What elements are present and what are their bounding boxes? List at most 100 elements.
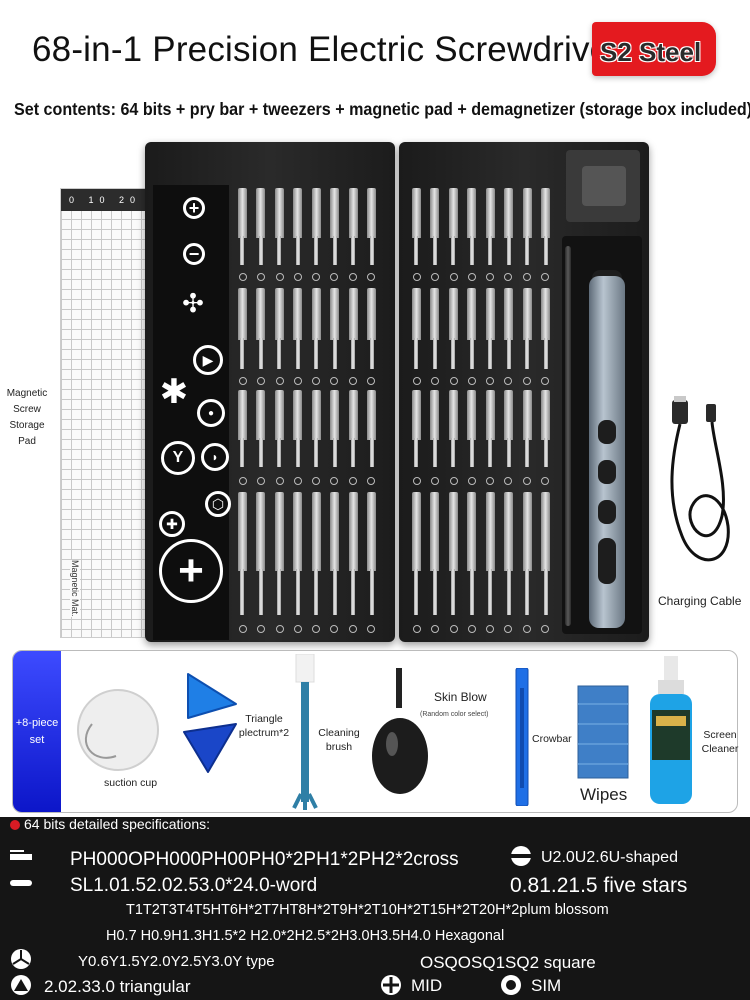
spec-y-type: Y0.6Y1.5Y2.0Y2.5Y3.0Y type [78, 953, 275, 970]
hex-symbol-icon: ⬡ [205, 491, 231, 517]
torx-symbol-icon: ✱ [159, 373, 189, 411]
triangle-plectrum-image [183, 673, 237, 773]
bit-row [410, 390, 552, 470]
bit [273, 188, 286, 268]
magnetic-pad-label: Magnetic Screw Storage Pad [4, 386, 50, 450]
bit [273, 288, 286, 372]
bit [255, 390, 268, 470]
bit [292, 492, 305, 620]
bit [484, 288, 497, 372]
magnetic-pad-label-line: Pad [18, 436, 36, 447]
bit [540, 288, 553, 372]
cross-icon [10, 850, 32, 860]
screen-cleaner-image [650, 656, 692, 804]
specifications-heading: 64 bits detailed specifications: [10, 816, 210, 832]
wipes-label: Wipes [580, 785, 628, 804]
spec-phillips: PH000OPH000PH00PH0*2PH1*2PH2*2cross [70, 849, 459, 870]
bit [410, 288, 423, 372]
mat-ruler: 0 10 20 [61, 189, 159, 211]
bit [447, 288, 460, 372]
bit-row [410, 288, 552, 372]
bit [429, 188, 442, 268]
bit [503, 288, 516, 372]
bit [429, 390, 442, 470]
magnetic-pad-label-line: Magnetic [6, 388, 48, 399]
screen-cleaner-label: Screen Cleaner [701, 729, 739, 755]
spec-torx: T1T2T3T4T5HT6H*2T7HT8H*2T9H*2T10H*2T15H*… [126, 902, 609, 918]
spec-sim: SIM [531, 976, 562, 995]
bit [310, 188, 323, 268]
suction-cup-label: suction cup [104, 777, 158, 789]
bit [521, 288, 534, 372]
pentalobe-symbol-icon: ● [197, 399, 225, 427]
bit-slot-markers [234, 374, 380, 388]
charging-cable-label: Charging Cable [658, 594, 742, 608]
bit-slot-markers [408, 374, 554, 388]
bit-row [236, 492, 378, 620]
bit [255, 188, 268, 268]
bit [503, 492, 516, 620]
material-badge-text: S2 Steel [600, 37, 702, 67]
bit [310, 492, 323, 620]
bit [521, 492, 534, 620]
screwdriver-button [598, 420, 616, 444]
crowbar-label: Crowbar [532, 733, 572, 745]
skin-blow-image [372, 668, 428, 794]
magnetic-pad-label-line: Storage [9, 420, 45, 431]
screwdriver-button [598, 500, 616, 524]
bit [484, 390, 497, 470]
charging-port [598, 538, 616, 584]
tray-insert [582, 166, 626, 206]
bit-row [236, 390, 378, 470]
bit [347, 188, 360, 268]
bit [466, 390, 479, 470]
bit [410, 188, 423, 268]
bit [329, 390, 342, 470]
sim-icon [501, 975, 521, 995]
slotted-symbol-icon: − [183, 243, 205, 265]
bit [273, 390, 286, 470]
material-badge: S2 Steel [592, 22, 716, 76]
bit-row [236, 288, 378, 372]
mid-icon [381, 975, 401, 995]
bit [329, 288, 342, 372]
bit [236, 188, 249, 268]
bit [255, 288, 268, 372]
bit [366, 288, 379, 372]
specifications-panel [0, 817, 750, 1000]
bit-slot-markers [234, 474, 380, 488]
product-title: 68-in-1 Precision Electric Screwdriver [32, 30, 622, 69]
y-type-symbol-icon: Y [161, 441, 195, 475]
bit [329, 188, 342, 268]
bit [310, 288, 323, 372]
bit [273, 492, 286, 620]
crowbar-image [515, 668, 529, 806]
set-contents-subtitle: Set contents: 64 bits + pry bar + tweeze… [14, 99, 750, 119]
bit [429, 288, 442, 372]
bit [540, 492, 553, 620]
bit-slot-markers [408, 270, 554, 284]
bit [347, 492, 360, 620]
cleaning-brush-image [292, 654, 318, 810]
bit [366, 492, 379, 620]
bit [366, 390, 379, 470]
bit [292, 288, 305, 372]
skin-blow-label: Skin Blow [434, 690, 487, 704]
triangle-symbol-icon: ▶ [193, 345, 223, 375]
wipes-image [577, 685, 629, 779]
bit-row [410, 492, 552, 620]
suction-cup-image [77, 689, 159, 771]
spec-mid: MID [411, 976, 443, 995]
bit [410, 492, 423, 620]
bit [484, 188, 497, 268]
bit [521, 390, 534, 470]
spec-triangular: 2.02.33.0 triangular [44, 977, 191, 996]
bit [466, 188, 479, 268]
triangle-icon [11, 975, 31, 995]
bit [347, 288, 360, 372]
slot-icon [10, 880, 32, 886]
tri-wing-symbol-icon: ✣ [182, 287, 204, 318]
screwdriver-button [598, 460, 616, 484]
bit [503, 390, 516, 470]
spec-slotted: SL1.01.52.02.53.0*24.0-word [70, 875, 318, 896]
